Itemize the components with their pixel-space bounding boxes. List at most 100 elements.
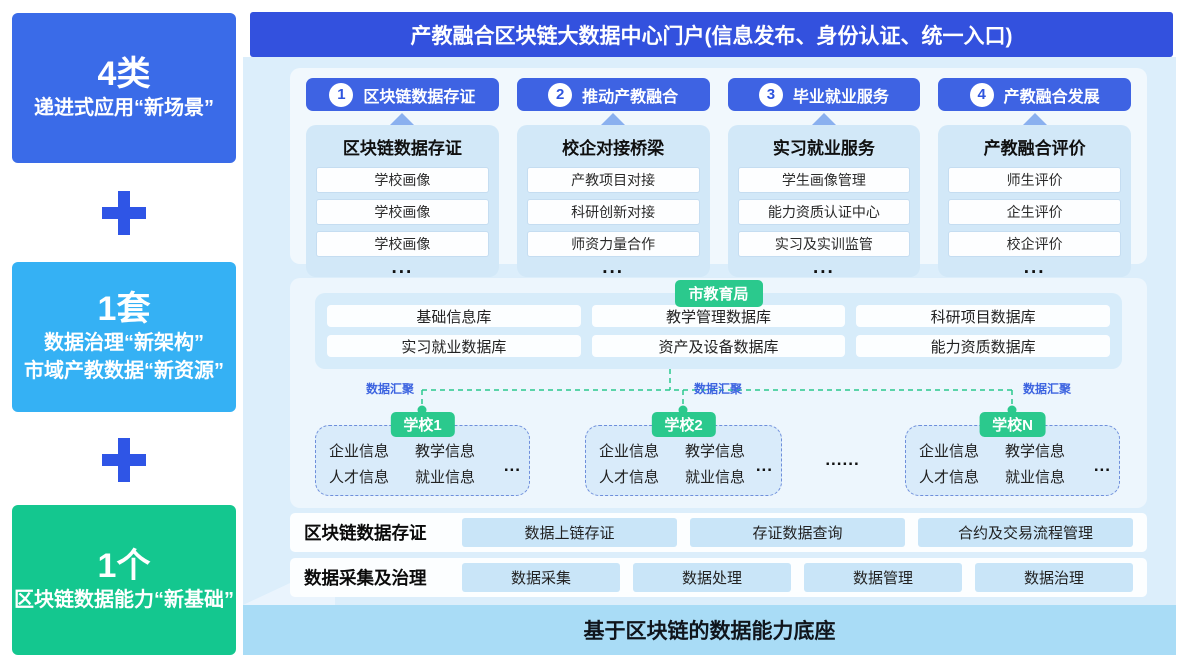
card-item: 科研创新对接: [526, 199, 700, 225]
layer-item: 合约及交易流程管理: [918, 518, 1133, 547]
plus-icon: [102, 191, 146, 235]
school-info-grid: 企业信息 教学信息 人才信息 就业信息: [599, 440, 745, 487]
card-item: 校企评价: [948, 231, 1121, 257]
pill-number-badge: 3: [758, 82, 783, 107]
ellipsis-more: ...: [391, 257, 414, 278]
pill-label: 推动产教融合: [582, 88, 679, 106]
school-info-item: 企业信息: [599, 443, 660, 460]
database-item: 资产及设备数据库: [591, 335, 846, 357]
database-item: 基础信息库: [327, 305, 581, 327]
arrow-up-icon: [600, 113, 627, 126]
pill-number-badge: 1: [329, 82, 354, 107]
data-governance-section: 市教育局 基础信息库 教学管理数据库 科研项目数据库 实习就业数据库 资产及设备…: [290, 278, 1147, 508]
layer-data-collection: 数据采集及治理 数据采集 数据处理 数据管理 数据治理: [290, 558, 1147, 597]
aggregation-label: 数据汇聚: [694, 382, 743, 396]
app-card: 产教融合评价 师生评价 企生评价 校企评价 ...: [938, 125, 1131, 277]
ellipsis-more: ...: [602, 257, 625, 278]
card-title: 产教融合评价: [983, 139, 1086, 158]
pill-label: 产教融合发展: [1003, 88, 1100, 106]
ellipsis-more: ...: [755, 456, 773, 475]
school-info-item: 人才信息: [919, 469, 980, 486]
school-info-item: 教学信息: [1005, 443, 1066, 460]
school-info-item: 就业信息: [415, 469, 476, 486]
card-title: 校企对接桥梁: [562, 139, 665, 158]
school-badge: 学校N: [979, 412, 1046, 437]
layer-items: 数据采集 数据处理 数据管理 数据治理: [462, 563, 1133, 592]
app-pill: 2 推动产教融合: [516, 78, 710, 111]
schools-ellipsis: ......: [825, 450, 860, 469]
sidebar-box-label: 递进式应用“新场景”: [34, 97, 214, 119]
pill-number-badge: 4: [969, 82, 994, 107]
layer-item: 数据上链存证: [462, 518, 677, 547]
school-info-grid: 企业信息 教学信息 人才信息 就业信息: [919, 440, 1065, 487]
card-item: 实习及实训监管: [737, 231, 911, 257]
card-title: 实习就业服务: [772, 139, 875, 158]
sidebar-box-foundation: 1个 区块链数据能力“新基础”: [12, 505, 236, 655]
school-info-item: 就业信息: [1005, 469, 1066, 486]
layer-item: 数据管理: [804, 563, 962, 592]
school-info-item: 就业信息: [685, 469, 746, 486]
layer-item: 数据处理: [633, 563, 791, 592]
layer-item: 存证数据查询: [690, 518, 905, 547]
card-title: 区块链数据存证: [342, 139, 462, 158]
card-item: 师生评价: [948, 167, 1121, 193]
pill-label: 毕业就业服务: [792, 88, 889, 106]
app-pill: 1 区块链数据存证: [306, 78, 499, 111]
sidebar-box-value: 4类: [97, 55, 151, 93]
ellipsis-more: ...: [812, 257, 835, 278]
aggregation-label: 数据汇聚: [365, 382, 414, 396]
school-info-grid: 企业信息 教学信息 人才信息 就业信息: [329, 440, 475, 487]
school-info-item: 企业信息: [919, 443, 980, 460]
applications-section: 1 区块链数据存证 区块链数据存证 学校画像 学校画像 学校画像 ... 2 推…: [290, 68, 1147, 277]
layer-label: 数据采集及治理: [304, 568, 427, 588]
aggregation-label: 数据汇聚: [1023, 382, 1072, 396]
app-card: 校企对接桥梁 产教项目对接 科研创新对接 师资力量合作 ...: [516, 125, 710, 278]
database-item: 实习就业数据库: [327, 335, 581, 357]
sidebar-box-value: 1个: [97, 547, 151, 585]
app-column-blockchain-deposit: 1 区块链数据存证 区块链数据存证 学校画像 学校画像 学校画像 ...: [306, 78, 499, 277]
ellipsis-more: ...: [1023, 257, 1046, 278]
app-column-employment: 3 毕业就业服务 实习就业服务 学生画像管理 能力资质认证中心 实习及实训监管 …: [727, 78, 921, 277]
card-item: 师资力量合作: [526, 231, 700, 257]
layer-blockchain-deposit: 区块链数据存证 数据上链存证 存证数据查询 合约及交易流程管理: [290, 513, 1147, 552]
layer-label: 区块链数据存证: [304, 523, 427, 543]
app-column-development: 4 产教融合发展 产教融合评价 师生评价 企生评价 校企评价 ...: [938, 78, 1131, 277]
card-item: 能力资质认证中心: [737, 199, 911, 225]
sidebar-box-scenarios: 4类 递进式应用“新场景”: [12, 13, 236, 163]
sidebar-box-label: 区块链数据能力“新基础”: [14, 589, 234, 611]
arrow-up-icon: [389, 113, 416, 126]
sidebar-box-governance: 1套 数据治理“新架构” 市域产教数据“新资源”: [12, 262, 236, 412]
ellipsis-more: ...: [503, 456, 521, 475]
arrow-up-icon: [810, 113, 837, 126]
school-info-item: 教学信息: [685, 443, 746, 460]
app-column-integration: 2 推动产教融合 校企对接桥梁 产教项目对接 科研创新对接 师资力量合作 ...: [516, 78, 710, 277]
pill-label: 区块链数据存证: [363, 88, 476, 106]
card-item: 学生画像管理: [737, 167, 911, 193]
layer-item: 数据治理: [975, 563, 1133, 592]
database-item: 能力资质数据库: [856, 335, 1110, 357]
school-badge: 学校1: [390, 412, 455, 437]
portal-header: 产教融合区块链大数据中心门户(信息发布、身份认证、统一入口): [250, 12, 1173, 57]
education-bureau-badge: 市教育局: [674, 280, 763, 307]
ellipsis-more: ...: [1093, 456, 1111, 475]
app-card: 实习就业服务 学生画像管理 能力资质认证中心 实习及实训监管 ...: [727, 125, 921, 278]
layer-items: 数据上链存证 存证数据查询 合约及交易流程管理: [462, 518, 1133, 547]
school-node-n: 学校N 企业信息 教学信息 人才信息 就业信息 ...: [905, 412, 1120, 496]
sidebar-box-label: 市域产教数据“新资源”: [24, 360, 224, 382]
card-item: 学校画像: [316, 231, 489, 257]
school-info-item: 企业信息: [329, 443, 390, 460]
school-info-item: 人才信息: [329, 469, 390, 486]
card-item: 产教项目对接: [526, 167, 700, 193]
blockchain-base-footer: 基于区块链的数据能力底座: [243, 605, 1176, 655]
school-node-2: 学校2 企业信息 教学信息 人才信息 就业信息 ...: [585, 412, 782, 496]
sidebar-box-value: 1套: [97, 290, 151, 328]
app-pill: 3 毕业就业服务: [727, 78, 921, 111]
arrow-up-icon: [1021, 113, 1048, 126]
school-node-1: 学校1 企业信息 教学信息 人才信息 就业信息 ...: [315, 412, 530, 496]
sidebar-box-label: 数据治理“新架构”: [44, 332, 204, 354]
school-info-item: 人才信息: [599, 469, 660, 486]
plus-icon: [102, 438, 146, 482]
pill-number-badge: 2: [548, 82, 573, 107]
app-card: 区块链数据存证 学校画像 学校画像 学校画像 ...: [306, 125, 499, 277]
